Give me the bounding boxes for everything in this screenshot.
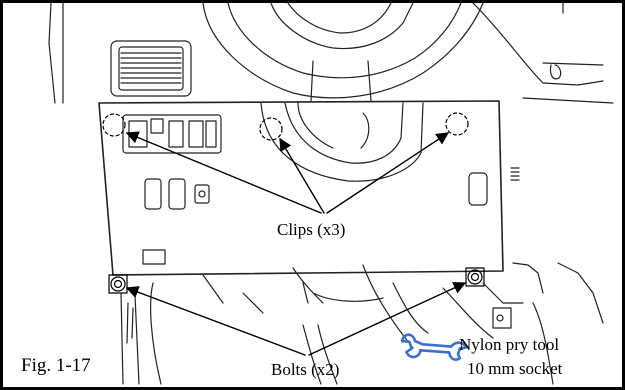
bolts-arrow-left bbox=[125, 286, 306, 356]
clips-arrow-left bbox=[125, 131, 322, 214]
clips-arrow-center bbox=[279, 137, 325, 214]
bolt-left-marker bbox=[108, 274, 128, 294]
bolts-arrow-right bbox=[308, 282, 467, 356]
lower-structure bbox=[120, 3, 604, 385]
clip-right-marker bbox=[445, 112, 469, 136]
dash-knob bbox=[549, 64, 562, 80]
air-vent bbox=[110, 40, 192, 97]
clips-label: Clips (x3) bbox=[277, 220, 346, 239]
clips-arrow-right bbox=[326, 132, 450, 214]
clip-left-marker bbox=[102, 113, 126, 137]
dashboard-illustration bbox=[48, 3, 614, 385]
bolts-label: Bolts (x2) bbox=[271, 360, 340, 379]
clip-center-marker bbox=[259, 117, 283, 141]
figure-caption: Fig. 1-17 bbox=[21, 355, 91, 376]
steering-wheel bbox=[202, 3, 484, 102]
bolt-right-marker bbox=[465, 267, 485, 287]
tool-label-pry: Nylon pry tool bbox=[459, 335, 560, 354]
wrench-icon bbox=[400, 333, 467, 361]
tool-label-socket: 10 mm socket bbox=[467, 359, 563, 378]
dash-right-edge bbox=[472, 3, 614, 104]
lower-dash-panel bbox=[98, 100, 520, 276]
dash-left-edge bbox=[48, 3, 64, 104]
